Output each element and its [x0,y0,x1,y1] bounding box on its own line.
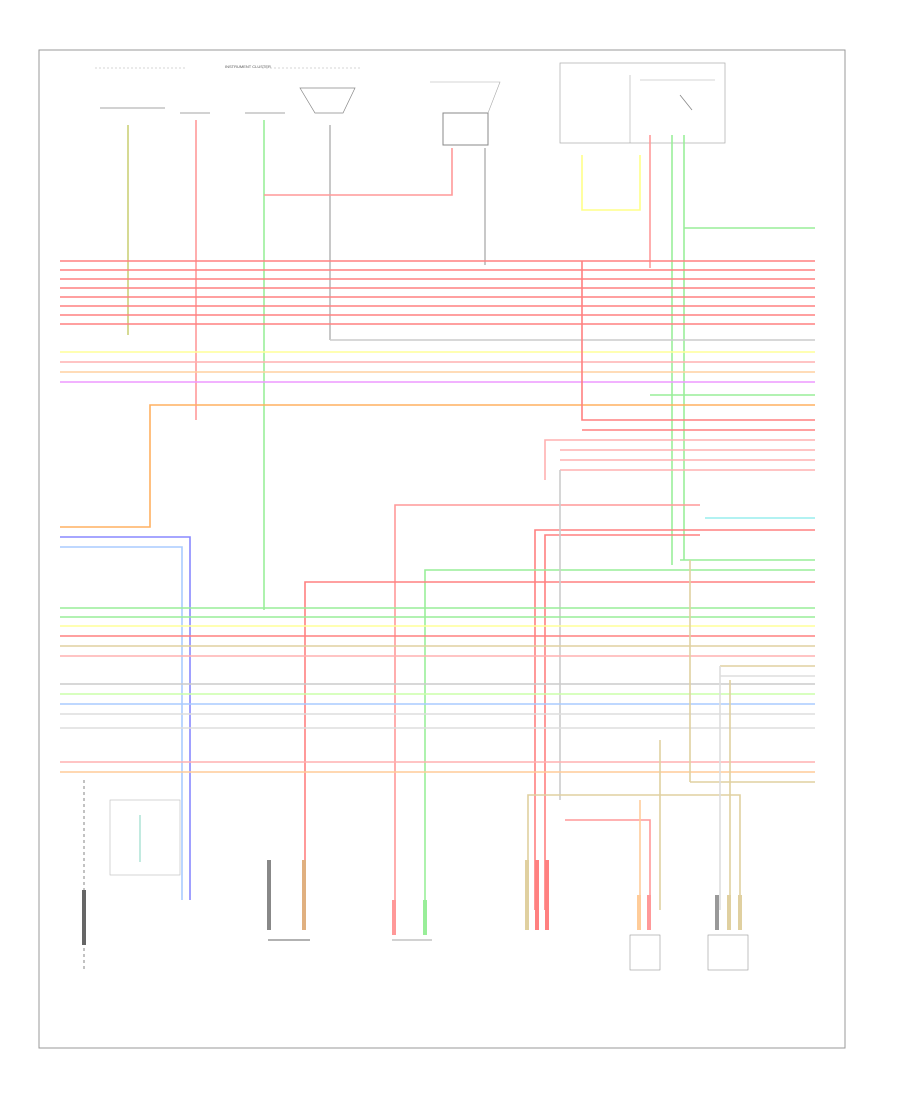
connector-stubs [82,860,742,945]
top-vertical-wires [127,120,815,610]
bus-red-down [581,261,815,421]
stub-11 [727,895,731,930]
lower-bus [60,560,815,910]
stub-6 [535,860,539,930]
component-box-right [559,62,726,144]
switch-contact [679,94,693,111]
stub-13 [82,890,86,945]
wire-red-long-2 [534,529,815,910]
stub-8 [637,895,641,930]
lbus-drop-2 [565,819,651,910]
comp-box-1 [629,934,661,971]
relay-small [109,799,181,876]
bus-orange-1 [60,404,815,528]
connector-top-5 [430,81,501,114]
comp-box-2 [707,934,749,971]
bus-pink-2 [544,439,815,480]
wire-red-4 [304,581,815,910]
stub-10 [715,895,719,930]
wire-red-long-3 [544,534,700,910]
wire-lightblue [60,546,183,900]
component-box-center [442,112,489,146]
wire-v-7 [581,155,641,211]
stub-7 [545,860,549,930]
wire-v-5 [264,148,453,196]
stub-12 [738,895,742,930]
middle-section [60,470,815,910]
connector-top-4 [299,87,356,114]
stub-5 [525,860,529,930]
red-bus [60,260,815,528]
top-components [100,62,726,146]
wire-red-long-1 [394,504,700,910]
stub-3 [392,900,396,935]
wire-blue [60,536,191,900]
stub-4 [423,900,427,935]
wire-green-2 [424,569,815,910]
bottom-components [83,780,749,971]
lbus-drop-1 [527,794,741,910]
stub-9 [647,895,651,930]
stub-1 [267,860,271,930]
header-label: INSTRUMENT CLUSTER [225,64,271,69]
stub-2 [302,860,306,930]
diagram-frame [38,49,846,1049]
